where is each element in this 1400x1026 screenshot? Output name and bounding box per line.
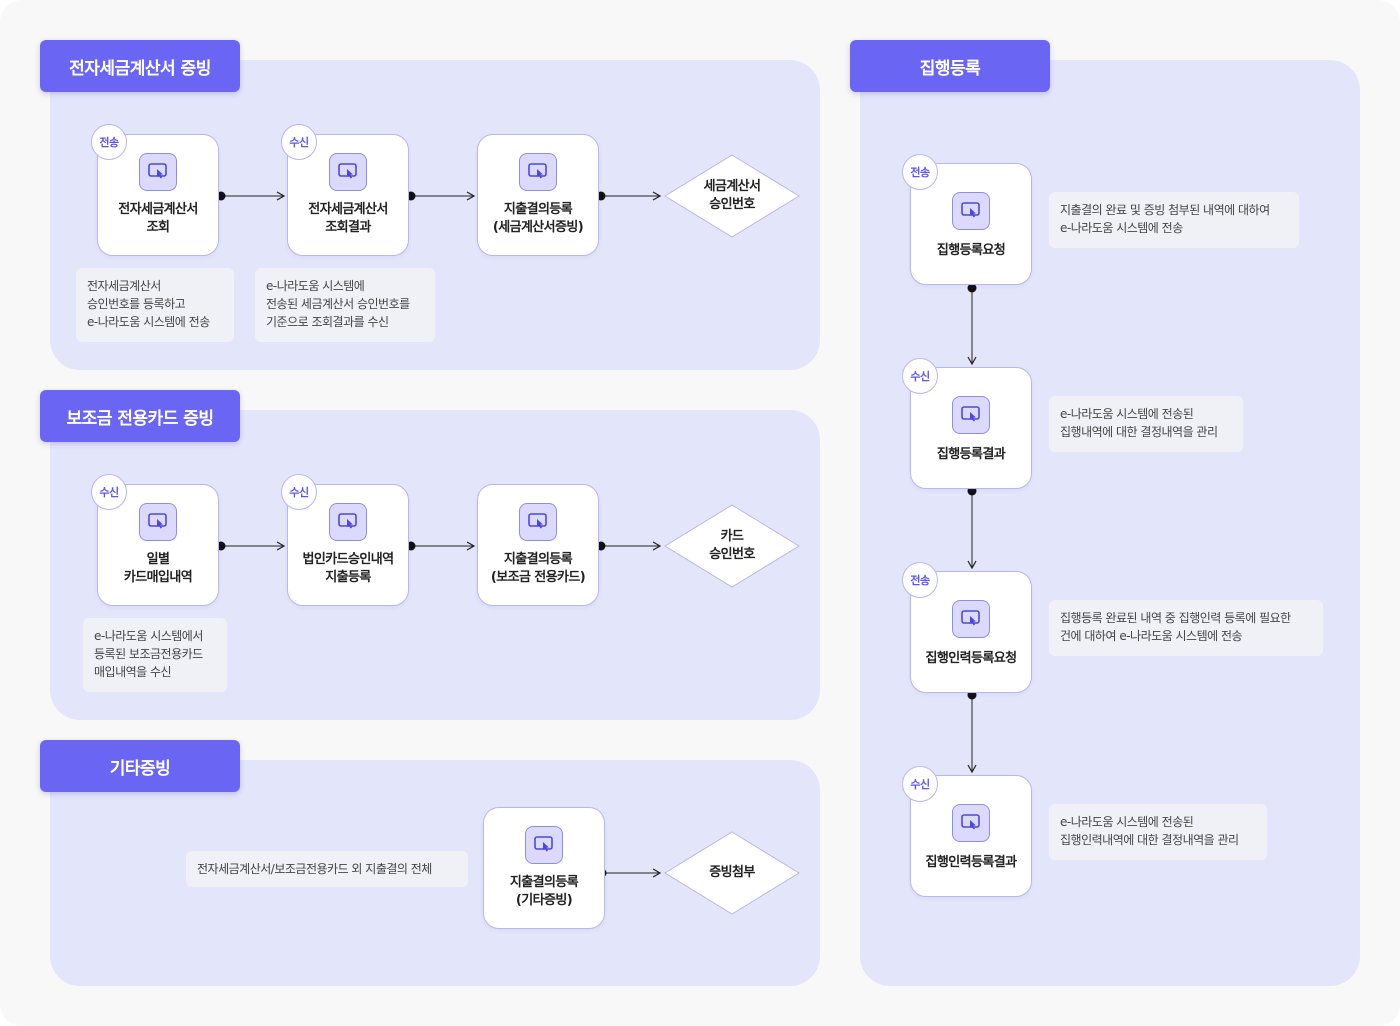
node-label: 집행인력등록요청 xyxy=(925,651,1017,666)
touch-screen-icon xyxy=(952,192,990,230)
node-label: 집행등록요청 xyxy=(936,243,1006,258)
node-label: 지출결의등록 (보조금 전용카드) xyxy=(490,552,586,585)
touch-screen-icon xyxy=(952,396,990,434)
node-label: 지출결의등록 (기타증빙) xyxy=(509,875,579,908)
desc-other: 전자세금계산서/보조금전용카드 외 지출결의 전체 xyxy=(186,851,468,887)
touch-screen-icon xyxy=(519,503,557,541)
touch-screen-icon xyxy=(525,826,563,864)
node-label: 일별 카드매입내역 xyxy=(123,552,193,585)
tax-invoice-connectors xyxy=(216,154,800,238)
node-label: 지출결의등록 (세금계산서증빙) xyxy=(492,202,584,235)
touch-screen-icon xyxy=(329,503,367,541)
node-expense-register-other: 지출결의등록 (기타증빙) xyxy=(483,807,605,929)
section-title-subsidy-card: 보조금 전용카드 증빙 xyxy=(40,390,240,442)
node-expense-register-card: 지출결의등록 (보조금 전용카드) xyxy=(477,484,599,606)
node-label: 전자세금계산서 조회 xyxy=(118,202,198,235)
badge-receive: 수신 xyxy=(281,124,317,160)
node-label: 법인카드승인내역 지출등록 xyxy=(302,552,394,585)
section-title-tax-invoice: 전자세금계산서 증빙 xyxy=(40,40,240,92)
desc-personnel-request: 집행등록 완료된 내역 중 집행인력 등록에 필요한 건에 대하여 e-나라도움… xyxy=(1049,600,1323,656)
touch-screen-icon xyxy=(329,153,367,191)
attachment-diamond xyxy=(664,831,800,915)
desc-execution-request: 지출결의 완료 및 증빙 첨부된 내역에 대하여 e-나라도움 시스템에 전송 xyxy=(1049,192,1299,248)
touch-screen-icon xyxy=(952,600,990,638)
section-title-other: 기타증빙 xyxy=(40,740,240,792)
approval-number-diamond xyxy=(664,154,800,238)
node-personnel-request: 집행인력등록요청 xyxy=(910,571,1032,693)
touch-screen-icon xyxy=(139,503,177,541)
node-label: 집행인력등록결과 xyxy=(925,855,1017,870)
badge-send: 전송 xyxy=(902,562,938,598)
badge-receive: 수신 xyxy=(902,766,938,802)
diamond-label: 카드 승인번호 xyxy=(709,529,755,562)
node-label: 전자세금계산서 조회결과 xyxy=(308,202,388,235)
desc-tax-invoice-query: 전자세금계산서 승인번호를 등록하고 e-나라도움 시스템에 전송 xyxy=(76,268,234,342)
subsidy-card-connectors xyxy=(216,504,800,588)
diamond-label: 세금계산서 승인번호 xyxy=(703,179,761,212)
node-label: 집행등록결과 xyxy=(936,447,1006,462)
desc-personnel-result: e-나라도움 시스템에 전송된 집행인력내역에 대한 결정내역을 관리 xyxy=(1049,804,1267,860)
touch-screen-icon xyxy=(952,804,990,842)
execution-connectors xyxy=(967,283,977,774)
badge-send: 전송 xyxy=(902,154,938,190)
card-approval-diamond xyxy=(664,504,800,588)
badge-receive: 수신 xyxy=(91,474,127,510)
badge-receive: 수신 xyxy=(902,358,938,394)
desc-execution-result: e-나라도움 시스템에 전송된 집행내역에 대한 결정내역을 관리 xyxy=(1049,396,1243,452)
desc-daily-card-purchase: e-나라도움 시스템에서 등록된 보조금전용카드 매입내역을 수신 xyxy=(83,618,227,692)
desc-tax-invoice-result: e-나라도움 시스템에 전송된 세금계산서 승인번호를 기준으로 조회결과를 수… xyxy=(255,268,435,342)
touch-screen-icon xyxy=(139,153,177,191)
touch-screen-icon xyxy=(519,153,557,191)
badge-send: 전송 xyxy=(91,124,127,160)
node-expense-register-tax: 지출결의등록 (세금계산서증빙) xyxy=(477,134,599,256)
other-connectors xyxy=(597,831,800,915)
badge-receive: 수신 xyxy=(281,474,317,510)
diamond-label: 증빙첨부 xyxy=(709,865,755,880)
section-title-execution: 집행등록 xyxy=(850,40,1050,92)
